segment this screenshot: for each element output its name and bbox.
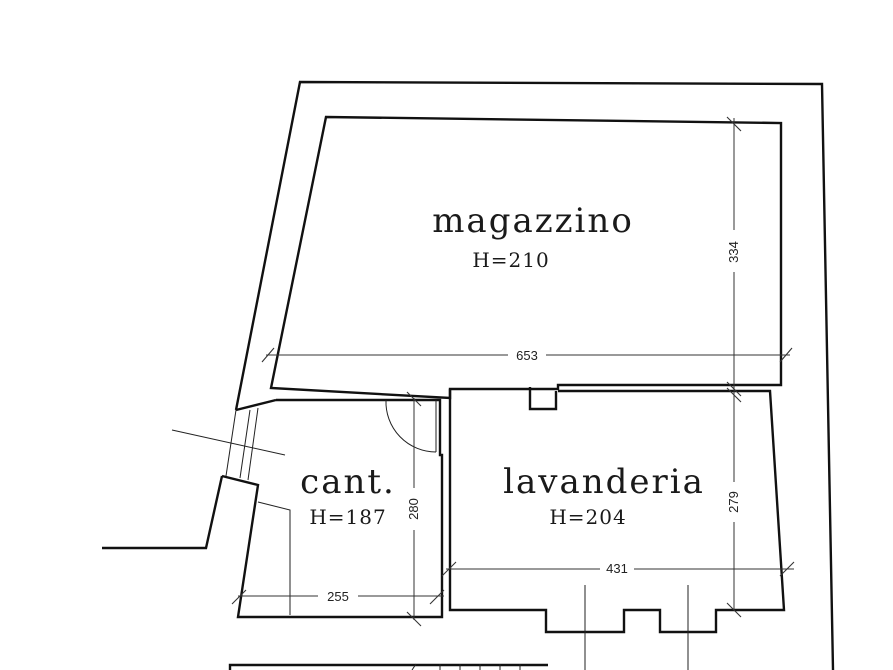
window-line-4 [247,407,259,481]
dim-label-cantina-depth: 280 [406,498,421,520]
dim-tick [441,561,457,577]
dim-label-magazzino-depth: 334 [726,241,741,263]
dim-tick [726,387,742,403]
dim-tick [779,561,795,577]
lavanderia-room-outline [448,389,786,634]
dim-tick [406,611,422,627]
cantina-room-outline [221,398,444,619]
window-line-3 [239,409,251,479]
magazzino-lavanderia-pier [528,387,558,411]
dim-tick [726,602,742,618]
dim-label-cantina-width: 255 [327,589,349,604]
dim-tick [726,381,742,397]
cantina-door-swing [385,399,437,453]
window-line-1 [171,429,286,456]
dim-tick [406,391,422,407]
dim-tick [429,589,445,605]
magazzino-room-outline [269,115,783,400]
dim-tick [779,347,793,363]
cantina-left-wall [235,398,277,412]
dim-label-lavanderia-depth: 279 [726,491,741,513]
room-label-cantina: cant. [300,462,396,502]
dim-label-magazzino-width: 653 [516,348,538,363]
room-label-magazzino: magazzino [432,201,634,241]
window-line-2 [225,409,237,477]
outer-wall [234,80,835,670]
dim-tick [726,116,742,132]
room-height-magazzino: H=210 [472,248,549,272]
dim-tick [231,589,247,605]
dim-label-lavanderia-width: 431 [606,561,628,576]
room-height-lavanderia: H=204 [549,505,626,529]
room-height-cantina: H=187 [309,505,386,529]
dim-tick [261,347,275,363]
lower-wall [228,663,548,670]
outer-wall-lower-left [102,475,224,550]
stair-steps [411,663,417,670]
cantina-shelf [257,501,291,615]
room-label-lavanderia: lavanderia [503,462,705,502]
